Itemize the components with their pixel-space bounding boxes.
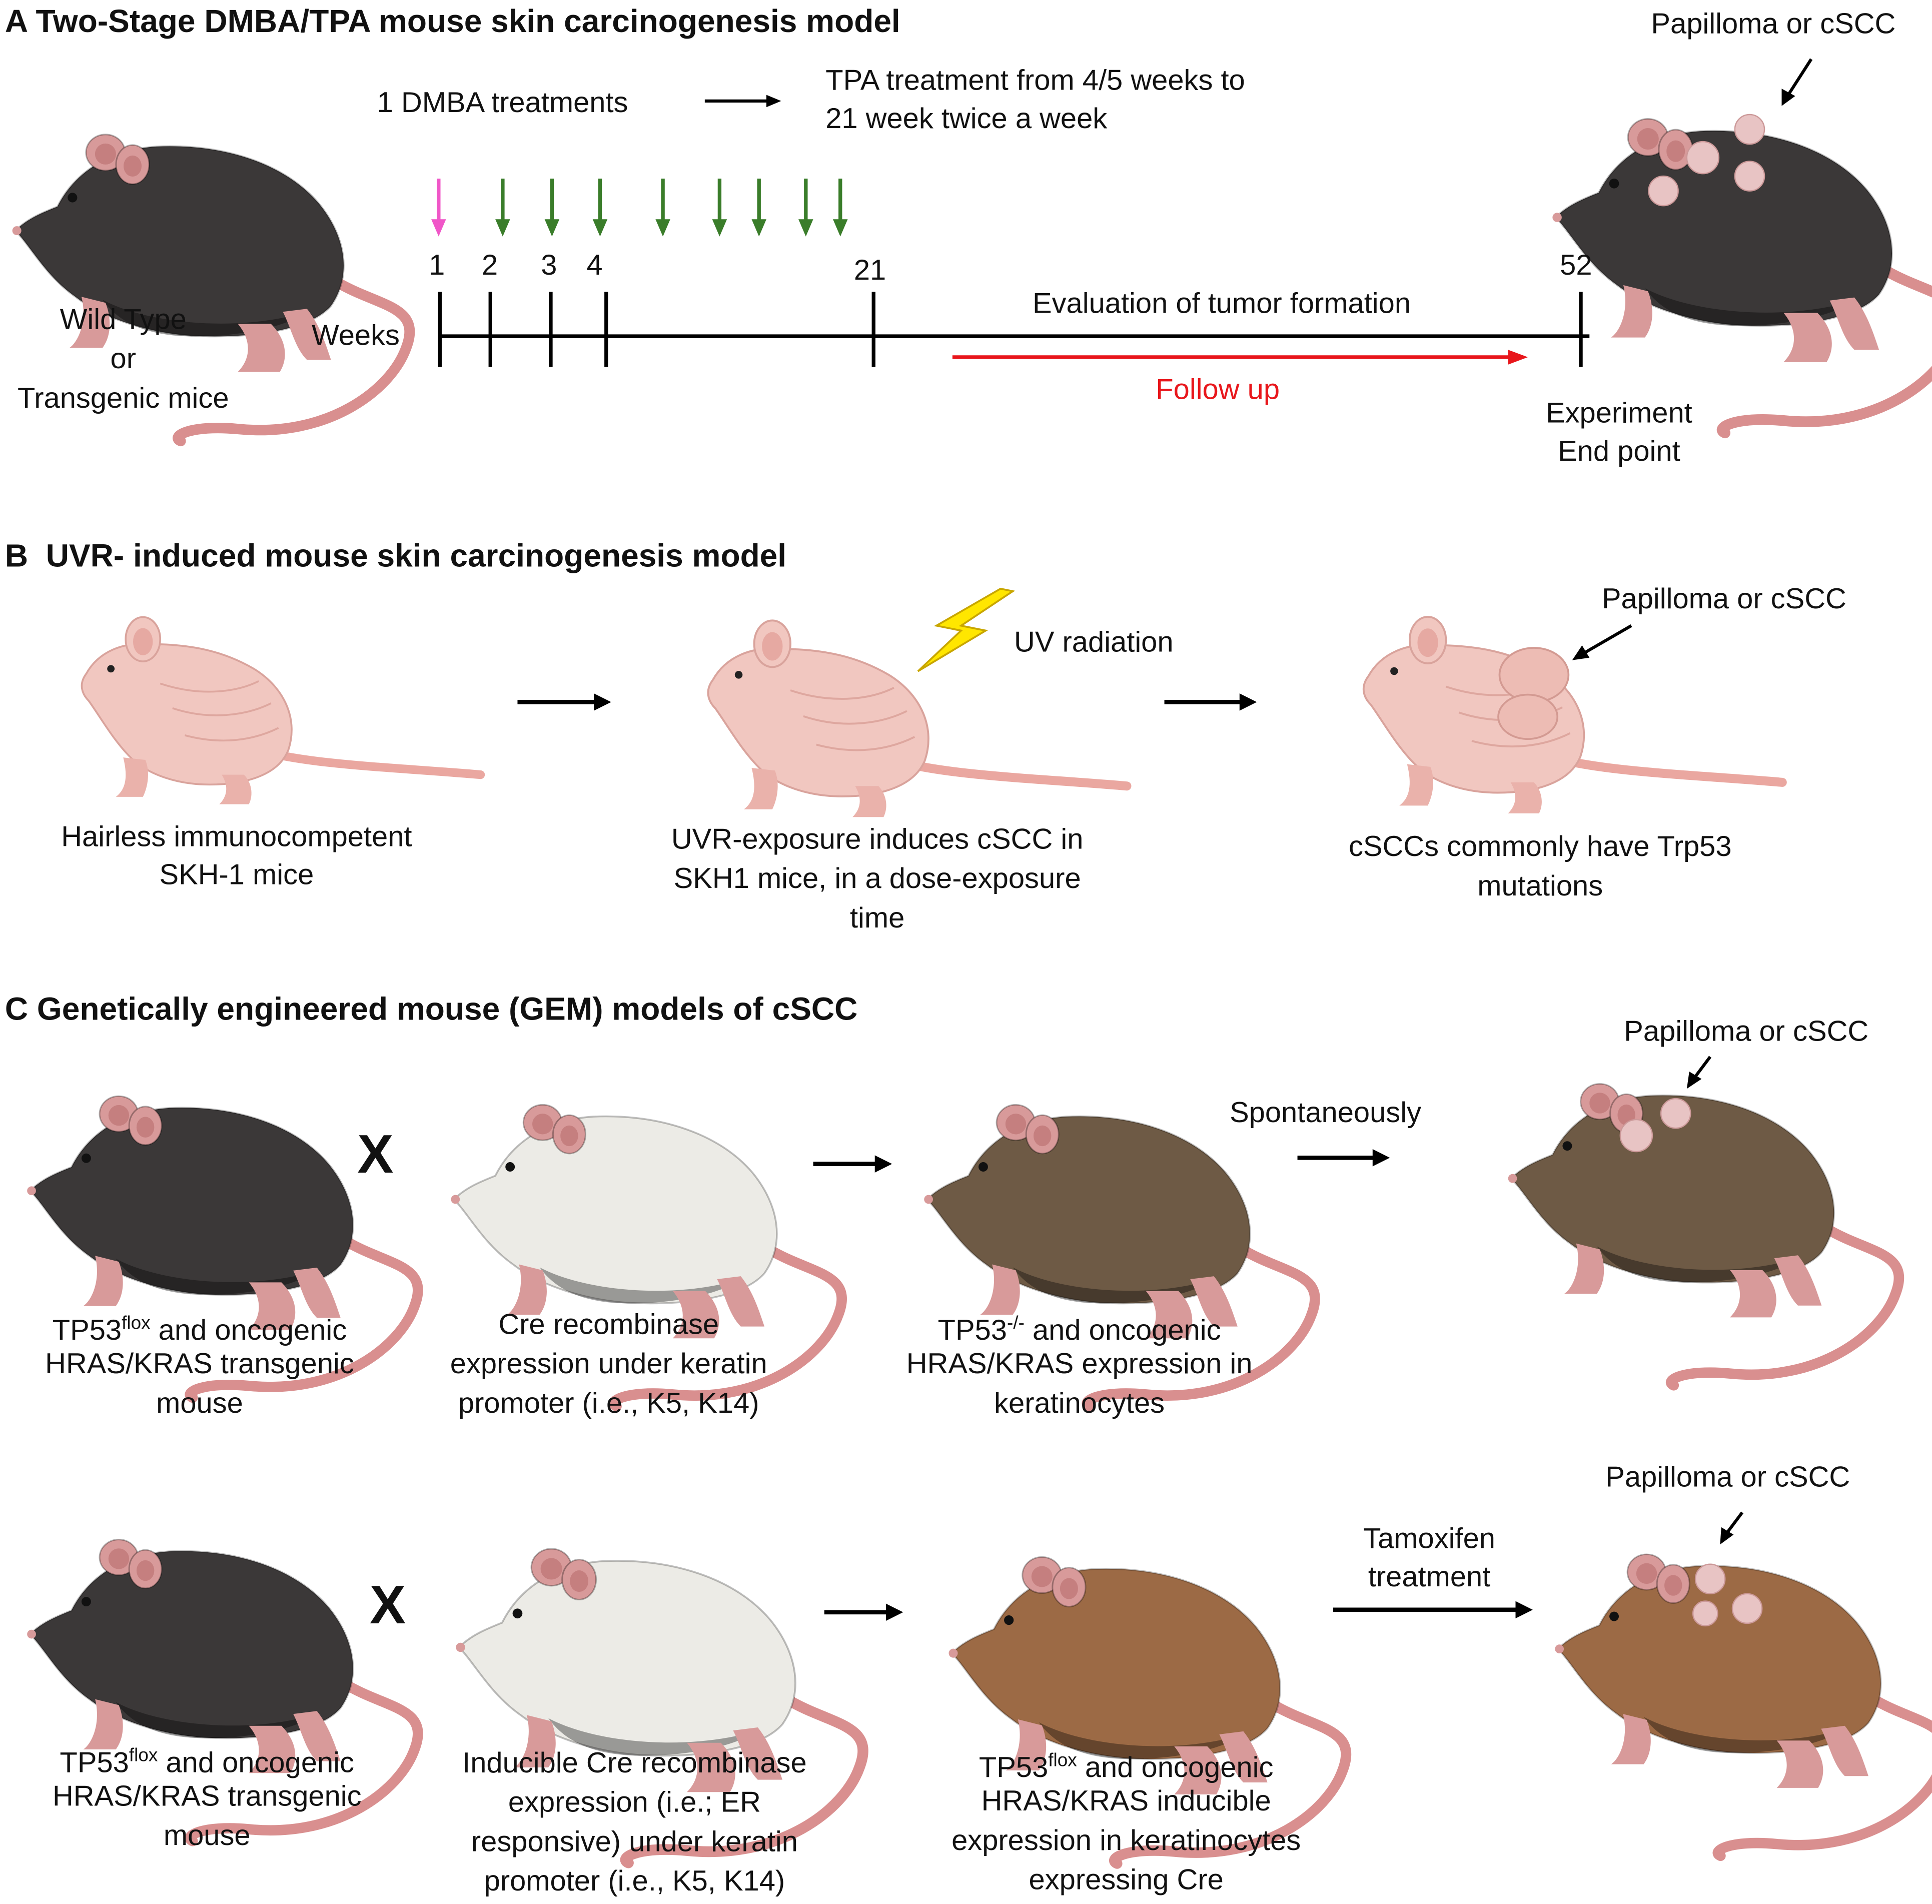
cross-symbol-1: X xyxy=(357,1124,394,1185)
caption-c2b-line1: Inducible Cre recombinase xyxy=(462,1746,807,1779)
caption-b2-line2: SKH1 mice, in a dose-exposure xyxy=(673,862,1081,894)
tpa-label-line2: 21 week twice a week xyxy=(825,102,1108,135)
caption-c2a-line2: HRAS/KRAS transgenic xyxy=(52,1779,362,1812)
caption-b1-line2: SKH-1 mice xyxy=(159,858,314,891)
panel-b-title: B UVR- induced mouse skin carcinogenesis… xyxy=(5,537,787,574)
spontaneously-label: Spontaneously xyxy=(1230,1096,1422,1129)
tpa-label-line1: TPA treatment from 4/5 weeks to xyxy=(825,64,1245,97)
follow-up-arrow xyxy=(952,350,1528,365)
caption-c2c-line1: TP53flox and oncogenic xyxy=(979,1750,1274,1783)
evaluation-label: Evaluation of tumor formation xyxy=(1032,287,1411,319)
cross-symbol-2: X xyxy=(369,1575,406,1636)
hairless-mouse-1 xyxy=(82,617,480,804)
caption-c1b-line2: expression under keratin xyxy=(450,1347,767,1380)
caption-c2a-line1: TP53flox and oncogenic xyxy=(60,1745,354,1778)
caption-c2c-line2: HRAS/KRAS inducible xyxy=(981,1784,1271,1817)
tumor-spots-c1 xyxy=(1619,1098,1691,1153)
caption-c2a-line3: mouse xyxy=(163,1819,251,1851)
mouse-tumor-c1 xyxy=(1508,1084,1899,1386)
tumor-lumps-b xyxy=(1497,647,1570,740)
caption-c1a-line2: HRAS/KRAS transgenic xyxy=(45,1347,354,1380)
tpa-arrows xyxy=(495,178,848,237)
uv-label: UV radiation xyxy=(1014,625,1174,658)
tumor-label-a: Papilloma or cSCC xyxy=(1651,7,1896,40)
tick-52: 52 xyxy=(1560,249,1592,281)
hairless-mouse-3 xyxy=(1364,617,1782,813)
caption-c2b-line2: expression (i.e.; ER xyxy=(508,1785,761,1818)
black-arrows xyxy=(517,58,1813,1621)
timeline xyxy=(438,292,1590,367)
caption-c1c-line1: TP53-/- and oncogenic xyxy=(937,1313,1221,1346)
tumor-label-c2: Papilloma or cSCC xyxy=(1605,1460,1850,1493)
caption-b3-line1: cSCCs commonly have Trp53 xyxy=(1348,830,1732,862)
caption-b3-line2: mutations xyxy=(1477,869,1603,902)
tamoxifen-label-1: Tamoxifen xyxy=(1363,1522,1495,1555)
mouse-caption-2: or xyxy=(110,342,137,375)
caption-c2c-line4: expressing Cre xyxy=(1029,1863,1224,1896)
panel-a-title: A Two-Stage DMBA/TPA mouse skin carcinog… xyxy=(5,2,900,40)
tick-1: 1 xyxy=(429,249,445,281)
tumor-spots-a xyxy=(1648,114,1765,207)
caption-c2c-line3: expression in keratinocytes xyxy=(951,1824,1301,1856)
caption-b2-line3: time xyxy=(849,901,905,934)
caption-c2b-line3: responsive) under keratin xyxy=(471,1825,798,1857)
caption-c1c-line3: keratinocytes xyxy=(994,1387,1165,1419)
weeks-label: Weeks xyxy=(312,319,400,351)
caption-b2-line1: UVR-exposure induces cSCC in xyxy=(671,822,1084,855)
lightning-icon xyxy=(917,587,1016,672)
tick-2: 2 xyxy=(482,249,498,281)
tick-3: 3 xyxy=(541,249,557,281)
end-label-2: End point xyxy=(1558,435,1680,467)
tumor-spots-c2 xyxy=(1692,1563,1763,1627)
caption-b1-line1: Hairless immunocompetent xyxy=(61,820,412,852)
follow-up-label: Follow up xyxy=(1156,373,1280,405)
tick-21: 21 xyxy=(853,254,886,286)
tumor-label-b: Papilloma or cSCC xyxy=(1601,582,1846,615)
caption-c1c-line2: HRAS/KRAS expression in xyxy=(906,1347,1253,1380)
caption-c1b-line3: promoter (i.e., K5, K14) xyxy=(458,1387,759,1419)
tick-4: 4 xyxy=(586,249,603,281)
dmba-label: 1 DMBA treatments xyxy=(377,86,628,119)
panel-c-title: C Genetically engineered mouse (GEM) mod… xyxy=(5,990,858,1028)
caption-c1a-line3: mouse xyxy=(156,1387,243,1419)
mouse-caption-3: Transgenic mice xyxy=(18,382,229,414)
caption-c2b-line4: promoter (i.e., K5, K14) xyxy=(484,1864,785,1897)
tamoxifen-label-2: treatment xyxy=(1368,1560,1491,1593)
mouse-caption-1: Wild Type xyxy=(60,303,187,335)
end-label-1: Experiment xyxy=(1545,396,1692,429)
caption-c1b-line1: Cre recombinase xyxy=(498,1308,719,1340)
caption-c1a-line1: TP53flox and oncogenic xyxy=(52,1313,347,1346)
dmba-arrow xyxy=(431,178,446,237)
tumor-label-c1: Papilloma or cSCC xyxy=(1624,1015,1869,1047)
